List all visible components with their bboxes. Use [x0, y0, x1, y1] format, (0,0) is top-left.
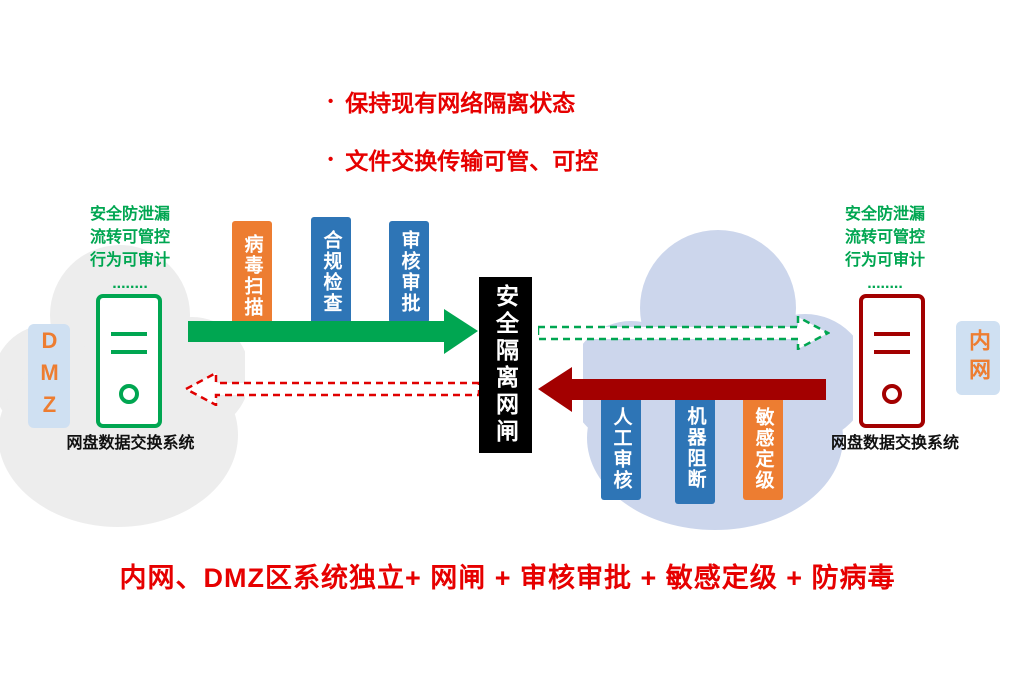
inbound-step-sensitivity-rating-bar: 敏感定级: [743, 397, 783, 500]
bullet-icon: •: [328, 92, 334, 110]
feature-line: 流转可管控: [844, 229, 925, 246]
bullet-icon: •: [328, 150, 334, 168]
feature-line: ........: [867, 275, 903, 292]
step-label: 审核审批: [398, 230, 420, 314]
dmz-zone-label: DMZ: [37, 328, 62, 424]
intranet-to-gateway-arrow: [538, 367, 826, 412]
outbound-step-review-approval-bar: 审核审批: [389, 221, 429, 323]
header-bullet-2-text: 文件交换传输可管、可控: [345, 148, 599, 174]
intranet-server-icon: [859, 294, 925, 428]
outbound-step-virus-scan-bar: 病毒扫描: [232, 221, 272, 331]
feature-line: 安全防泄漏: [844, 206, 925, 223]
feature-line: 行为可审计: [89, 252, 170, 269]
gateway-to-intranet-dashed-arrow: [538, 316, 830, 350]
step-label: 病毒扫描: [241, 234, 263, 318]
inbound-step-manual-review-bar: 人工审核: [601, 397, 641, 500]
feature-line: 流转可管控: [89, 229, 170, 246]
security-isolation-gateway: 安全隔离网闸: [479, 277, 532, 453]
dmz-zone-tag: DMZ: [28, 324, 70, 428]
feature-line: ........: [112, 275, 148, 292]
outbound-step-compliance-check-bar: 合规检查: [311, 217, 351, 327]
inbound-step-machine-block-bar: 机器阻断: [675, 392, 715, 504]
dmz-server-icon: [96, 294, 162, 428]
intranet-zone-tag: 内网: [956, 321, 1000, 395]
intranet-system-label: 网盘数据交换系统: [830, 435, 959, 452]
intranet-features: 安全防泄漏 流转可管控 行为可审计 ........: [810, 203, 960, 295]
step-label: 机器阻断: [684, 406, 706, 490]
intranet-zone-label: 内网: [966, 329, 991, 387]
step-label: 人工审核: [610, 406, 632, 491]
dmz-system-label: 网盘数据交换系统: [66, 435, 195, 452]
step-label: 合规检查: [320, 230, 342, 314]
header-bullet-1-text: 保持现有网络隔离状态: [345, 90, 576, 116]
dmz-features: 安全防泄漏 流转可管控 行为可审计 ........: [55, 203, 205, 295]
feature-line: 安全防泄漏: [89, 206, 170, 223]
footer-formula: 内网、DMZ区系统独立+ 网闸 + 审核审批 + 敏感定级 + 防病毒: [119, 563, 896, 593]
header-bullet-1: • 保持现有网络隔离状态: [328, 84, 575, 118]
gateway-label: 安全隔离网闸: [492, 284, 519, 446]
step-label: 敏感定级: [752, 406, 774, 491]
dmz-to-gateway-arrow: [188, 309, 478, 354]
header-bullet-2: • 文件交换传输可管、可控: [328, 142, 598, 176]
gateway-to-dmz-dashed-arrow: [184, 372, 480, 406]
feature-line: 行为可审计: [844, 252, 925, 269]
